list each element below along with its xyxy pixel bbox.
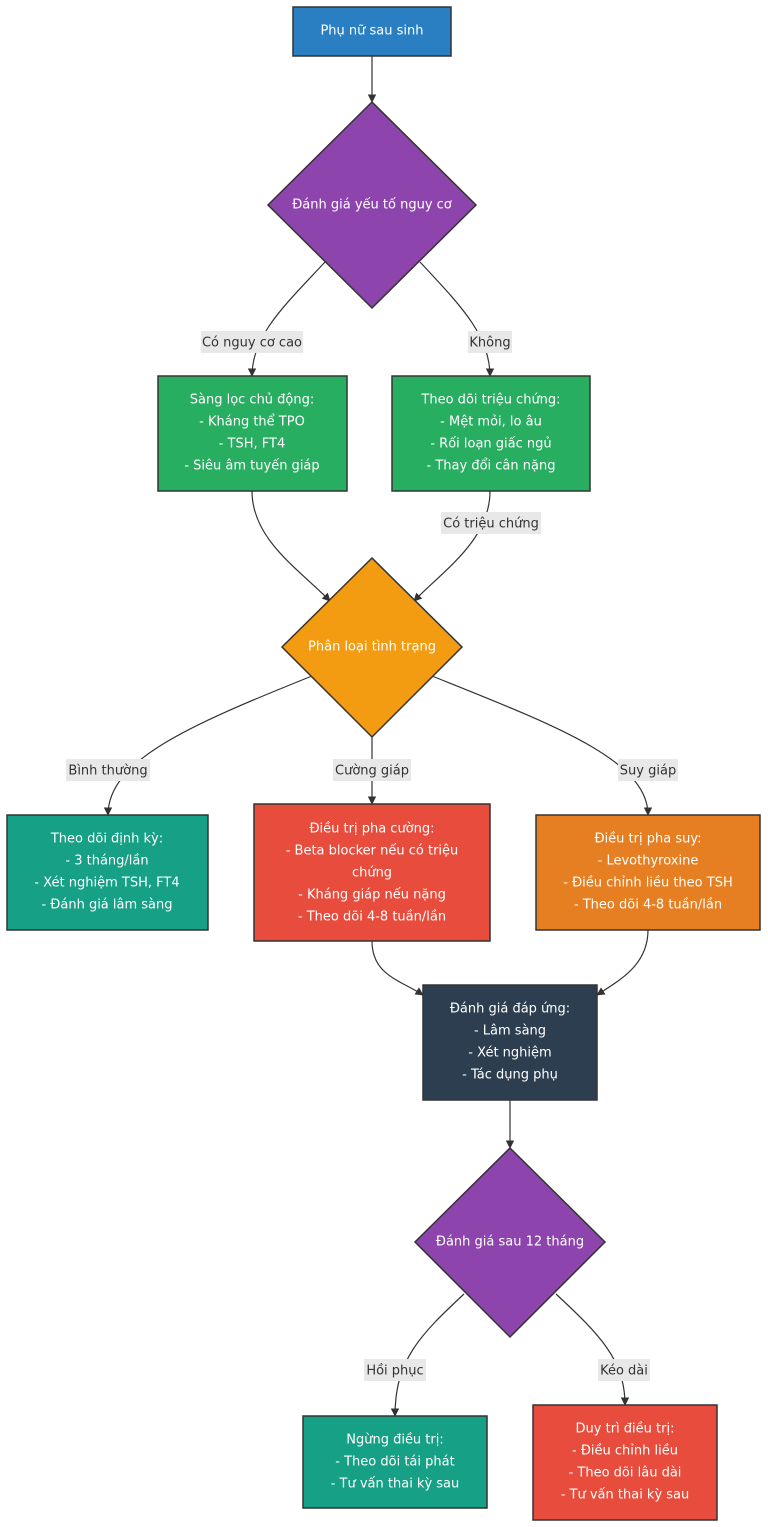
node-active-screening-text-line: - Kháng thể TPO xyxy=(199,415,305,430)
node-response-assessment-text-line: - Tác dụng phụ xyxy=(462,1068,558,1083)
edge-monitoring-to-classification xyxy=(413,490,491,602)
node-stop-treatment-text-line: - Tư vấn thai kỳ sau xyxy=(331,1477,460,1492)
edge-risk-to-screening xyxy=(247,261,326,377)
edge-classification-to-hypo xyxy=(431,675,653,816)
edge-label-text: Suy giáp xyxy=(620,764,676,779)
edge-label-text: Không xyxy=(469,336,510,351)
node-maintain-treatment-text-line: - Điều chỉnh liều xyxy=(572,1444,678,1459)
node-assessment-12m-label: Đánh giá sau 12 tháng xyxy=(436,1235,584,1250)
edge-screening-to-classification xyxy=(251,490,331,602)
node-periodic-monitoring-text-line: Theo dõi định kỳ: xyxy=(50,832,163,847)
node-hypo-treatment-text-line: - Điều chỉnh liều theo TSH xyxy=(563,876,732,891)
edge-label-text: Bình thường xyxy=(68,764,147,779)
node-response-assessment-text-line: Đánh giá đáp ứng: xyxy=(450,1002,570,1017)
node-periodic-monitoring: Theo dõi định kỳ: - 3 tháng/lần - Xét ng… xyxy=(6,814,209,931)
edge-label-text: Hồi phục xyxy=(366,1364,423,1379)
edge-label-hypo: Suy giáp xyxy=(618,759,678,781)
node-symptom-monitoring-text-line: - Mệt mỏi, lo âu xyxy=(440,415,542,430)
node-symptom-monitoring: Theo dõi triệu chứng: - Mệt mỏi, lo âu -… xyxy=(391,375,591,492)
node-classification: Phân loại tình trạng xyxy=(280,556,464,739)
edge-classification-to-periodic xyxy=(103,675,313,816)
edge-label-prolonged: Kéo dài xyxy=(598,1359,650,1381)
edge-12m-to-maintain xyxy=(555,1293,630,1406)
node-stop-treatment-text-line: Ngừng điều trị: xyxy=(346,1433,444,1448)
node-maintain-treatment-text-line: Duy trì điều trị: xyxy=(576,1422,675,1437)
node-response-assessment-text-line: - Xét nghiệm xyxy=(468,1046,551,1061)
node-risk-assessment: Đánh giá yếu tố nguy cơ xyxy=(266,100,478,310)
node-periodic-monitoring-text-line: - 3 tháng/lần xyxy=(65,854,148,869)
node-hypo-treatment: Điều trị pha suy: - Levothyroxine - Điều… xyxy=(535,814,761,931)
node-hyper-treatment-text-line: chứng xyxy=(352,866,392,881)
edge-label-text: Kéo dài xyxy=(600,1364,648,1379)
node-response-assessment-text-line: - Lâm sàng xyxy=(474,1024,546,1039)
edge-hyper-to-response xyxy=(371,940,424,996)
edge-12m-to-stop xyxy=(390,1293,465,1417)
node-stop-treatment-text-line: - Theo dõi tái phát xyxy=(335,1455,454,1470)
edge-risk-to-monitoring xyxy=(419,261,495,377)
node-symptom-monitoring-text-line: - Thay đổi cân nặng xyxy=(427,459,556,474)
node-symptom-monitoring-text-line: Theo dõi triệu chứng: xyxy=(420,393,560,408)
edge-label-no: Không xyxy=(468,331,512,353)
node-periodic-monitoring-text-line: - Đánh giá lâm sàng xyxy=(41,898,172,913)
edge-label-normal: Bình thường xyxy=(66,759,150,781)
node-active-screening-text-line: - Siêu âm tuyến giáp xyxy=(184,459,319,474)
node-hyper-treatment-text-line: - Kháng giáp nếu nặng xyxy=(298,888,446,903)
edge-label-has-symptoms: Có triệu chứng xyxy=(441,512,541,534)
edge-hypo-to-response xyxy=(596,929,649,996)
node-hyper-treatment: Điều trị pha cường: - Beta blocker nếu c… xyxy=(253,803,491,942)
edge-label-text: Có nguy cơ cao xyxy=(202,336,302,351)
node-classification-label: Phân loại tình trạng xyxy=(308,640,436,655)
node-active-screening-text-line: Sàng lọc chủ động: xyxy=(190,393,315,408)
node-hyper-treatment-text-line: - Theo dõi 4-8 tuần/lần xyxy=(298,910,446,925)
node-periodic-monitoring-text-line: - Xét nghiệm TSH, FT4 xyxy=(34,876,179,891)
node-assessment-12m: Đánh giá sau 12 tháng xyxy=(413,1146,607,1339)
edge-label-text: Có triệu chứng xyxy=(443,517,539,532)
node-maintain-treatment-text-line: - Tư vấn thai kỳ sau xyxy=(561,1488,690,1503)
node-hypo-treatment-text-line: - Theo dõi 4-8 tuần/lần xyxy=(574,898,722,913)
node-stop-treatment: Ngừng điều trị: - Theo dõi tái phát - Tư… xyxy=(302,1415,488,1509)
edge-label-recovered: Hồi phục xyxy=(364,1359,426,1381)
node-active-screening-text-line: - TSH, FT4 xyxy=(219,437,286,452)
node-start-label: Phụ nữ sau sinh xyxy=(320,24,423,39)
edge-label-hyper: Cường giáp xyxy=(333,759,411,781)
node-hyper-treatment-text-line: Điều trị pha cường: xyxy=(309,822,434,837)
node-hypo-treatment-text-line: Điều trị pha suy: xyxy=(595,832,702,847)
node-hypo-treatment-text-line: - Levothyroxine xyxy=(598,854,699,869)
node-risk-assessment-label: Đánh giá yếu tố nguy cơ xyxy=(292,198,452,213)
node-maintain-treatment: Duy trì điều trị: - Điều chỉnh liều - Th… xyxy=(532,1404,718,1521)
node-maintain-treatment-text-line: - Theo dõi lâu dài xyxy=(569,1466,682,1481)
edge-label-high-risk: Có nguy cơ cao xyxy=(201,331,303,353)
node-hyper-treatment-text-line: - Beta blocker nếu có triệu xyxy=(286,844,459,859)
node-start: Phụ nữ sau sinh xyxy=(292,6,452,57)
node-response-assessment: Đánh giá đáp ứng: - Lâm sàng - Xét nghiệ… xyxy=(422,984,598,1101)
node-active-screening: Sàng lọc chủ động: - Kháng thể TPO - TSH… xyxy=(157,375,348,492)
node-symptom-monitoring-text-line: - Rối loạn giấc ngủ xyxy=(430,437,551,452)
edge-label-text: Cường giáp xyxy=(335,764,409,779)
